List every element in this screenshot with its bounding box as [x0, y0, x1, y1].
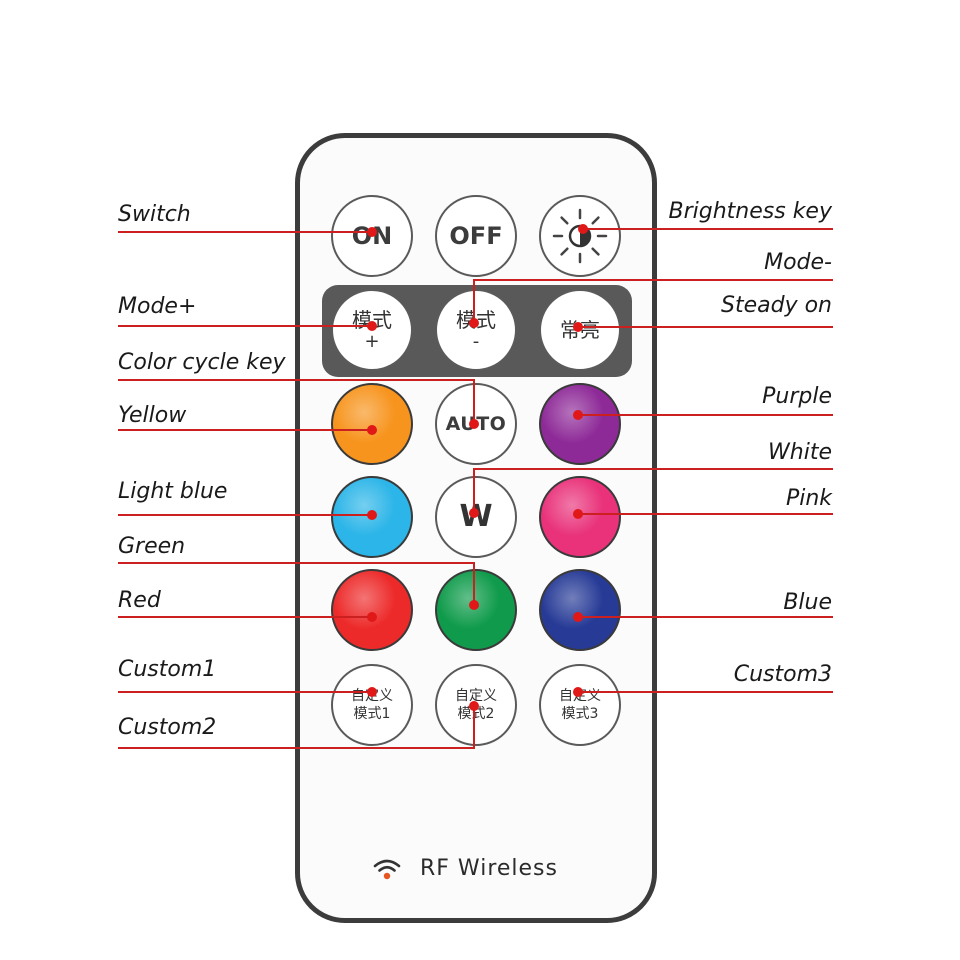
label-custom2: Custom2 — [118, 715, 217, 740]
auto-button[interactable]: AUTO — [435, 383, 517, 465]
custom3-button[interactable]: 自定义 模式3 — [539, 664, 621, 746]
off-button-label: OFF — [449, 222, 503, 250]
mode-minus-line1: 模式 — [456, 307, 496, 332]
custom2-button[interactable]: 自定义 模式2 — [435, 664, 517, 746]
label-green: Green — [118, 534, 186, 559]
custom1-line1: 自定义 — [351, 688, 393, 704]
mode-minus-button[interactable]: 模式 - — [435, 289, 517, 371]
off-button[interactable]: OFF — [435, 195, 517, 277]
label-white: White — [768, 440, 832, 465]
custom2-line2: 模式2 — [457, 706, 495, 722]
label-brightness-key: Brightness key — [668, 199, 832, 224]
label-switch: Switch — [118, 202, 191, 227]
label-steady-on: Steady on — [721, 293, 832, 318]
green-button[interactable] — [435, 569, 517, 651]
custom2-line1: 自定义 — [455, 688, 497, 704]
custom3-line1: 自定义 — [559, 688, 601, 704]
steady-on-label: 常亮 — [560, 318, 600, 342]
custom1-line2: 模式1 — [353, 706, 391, 722]
brightness-icon — [552, 208, 608, 264]
label-blue: Blue — [783, 590, 832, 615]
mode-plus-line2: + — [364, 330, 380, 352]
brand-text: RF Wireless — [420, 856, 558, 881]
label-mode-plus: Mode+ — [118, 294, 197, 319]
custom3-line2: 模式3 — [561, 706, 599, 722]
label-yellow: Yellow — [118, 403, 187, 428]
mode-minus-line2: - — [472, 330, 480, 352]
pink-button[interactable] — [539, 476, 621, 558]
label-custom3: Custom3 — [733, 662, 832, 687]
label-light-blue: Light blue — [118, 479, 228, 504]
on-button[interactable]: ON — [331, 195, 413, 277]
mode-plus-line1: 模式 — [352, 307, 392, 332]
label-color-cycle-key: Color cycle key — [118, 350, 286, 375]
white-button-label: W — [459, 499, 493, 534]
mode-plus-button[interactable]: 模式 + — [331, 289, 413, 371]
brightness-button[interactable] — [539, 195, 621, 277]
yellow-button[interactable] — [331, 383, 413, 465]
on-button-label: ON — [351, 222, 393, 250]
label-mode-minus: Mode- — [764, 250, 832, 275]
brand: RF Wireless — [372, 856, 558, 881]
red-button[interactable] — [331, 569, 413, 651]
steady-on-button[interactable]: 常亮 — [539, 289, 621, 371]
custom1-button[interactable]: 自定义 模式1 — [331, 664, 413, 746]
label-purple: Purple — [762, 384, 832, 409]
white-button[interactable]: W — [435, 476, 517, 558]
light-blue-button[interactable] — [331, 476, 413, 558]
blue-button[interactable] — [539, 569, 621, 651]
wifi-signal-icon — [373, 859, 401, 879]
purple-button[interactable] — [539, 383, 621, 465]
auto-button-label: AUTO — [445, 412, 507, 435]
label-custom1: Custom1 — [118, 657, 217, 682]
label-red: Red — [118, 588, 161, 613]
label-pink: Pink — [785, 486, 832, 511]
